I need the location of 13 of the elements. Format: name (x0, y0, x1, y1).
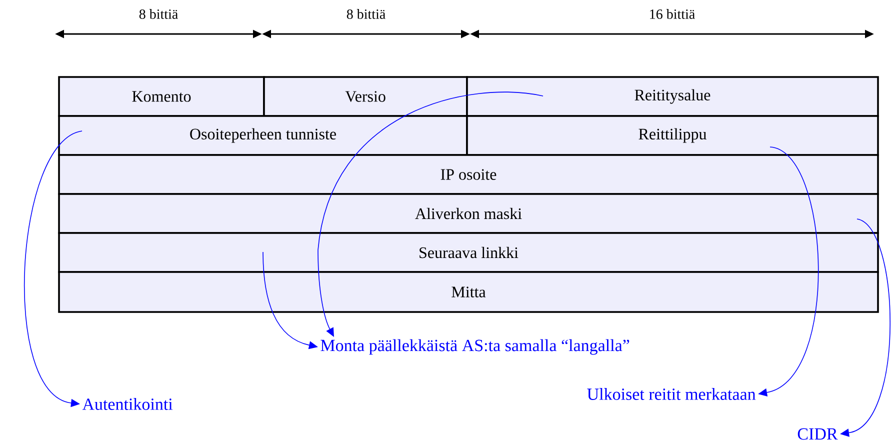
dimension-label: 8 bittiä (139, 9, 178, 19)
annotation-text: Ulkoiset reitit merkataan (587, 388, 756, 400)
annotation-text: Monta päällekkäistä AS:ta samalla “langalla” (320, 339, 630, 355)
dimension-label: 8 bittiä (346, 9, 386, 19)
field-cell: Komento (58, 76, 265, 117)
annotation-text: Autentikointi (82, 398, 173, 410)
field-cell: Reittilippu (466, 115, 879, 156)
field-cell: Versio (263, 76, 468, 117)
annotation-text: CIDR (798, 428, 838, 440)
field-cell: Mitta (58, 271, 879, 313)
field-cell: Seuraava linkki (58, 232, 879, 273)
field-cell: Aliverkon maski (58, 193, 879, 234)
dimension-label: 16 bittiä (650, 9, 695, 19)
